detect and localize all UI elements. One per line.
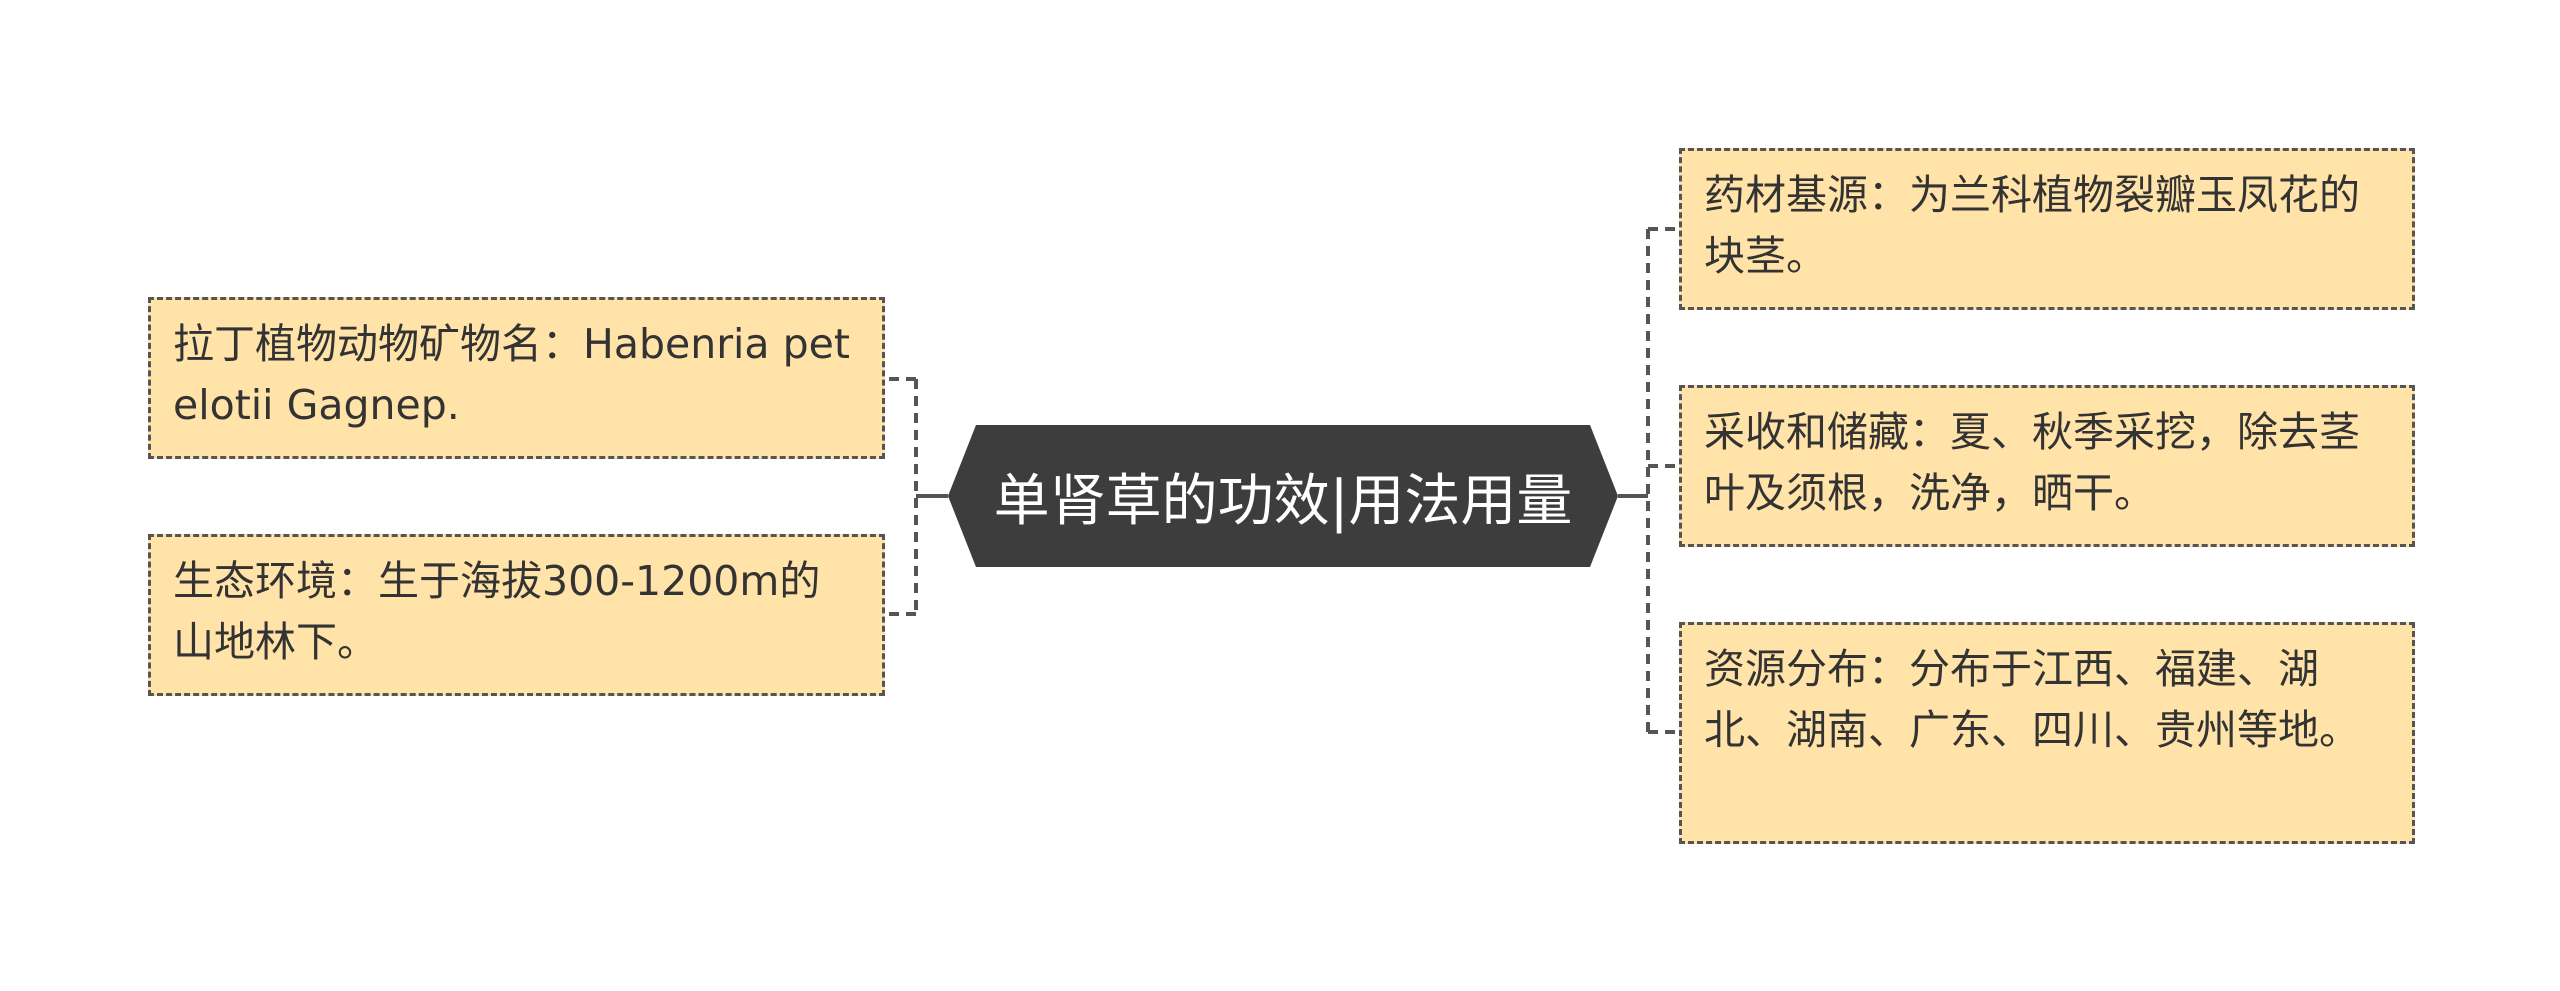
right-connectors xyxy=(1618,227,1679,734)
central-topic[interactable]: 单肾草的功效|用法用量 xyxy=(948,425,1618,567)
central-topic-label: 单肾草的功效|用法用量 xyxy=(993,468,1573,534)
central-topic-hexagon xyxy=(948,425,1618,567)
branch-medicinal-source[interactable]: 药材基源：为兰科植物裂瓣玉凤花的块茎。 xyxy=(1679,148,2415,310)
left-connectors xyxy=(886,377,948,616)
branch-harvest-storage[interactable]: 采收和储藏：夏、秋季采挖，除去茎叶及须根，洗净，晒干。 xyxy=(1679,385,2415,547)
branch-medicinal-source-text: 药材基源：为兰科植物裂瓣玉凤花的块茎。 xyxy=(1704,171,2360,280)
branch-harvest-storage-text: 采收和储藏：夏、秋季采挖，除去茎叶及须根，洗净，晒干。 xyxy=(1704,408,2360,517)
branch-resource-distribution[interactable]: 资源分布：分布于江西、福建、湖北、湖南、广东、四川、贵州等地。 xyxy=(1679,622,2415,844)
branch-latin-name[interactable]: 拉丁植物动物矿物名：Habenria petelotii Gagnep. xyxy=(148,297,885,459)
branch-resource-distribution-text: 资源分布：分布于江西、福建、湖北、湖南、广东、四川、贵州等地。 xyxy=(1704,645,2360,754)
branch-latin-name-text: 拉丁植物动物矿物名：Habenria petelotii Gagnep. xyxy=(173,320,850,429)
branch-habitat-text: 生态环境：生于海拔300-1200m的山地林下。 xyxy=(173,557,821,666)
central-topic-shape xyxy=(948,425,1618,567)
branch-habitat[interactable]: 生态环境：生于海拔300-1200m的山地林下。 xyxy=(148,534,885,696)
